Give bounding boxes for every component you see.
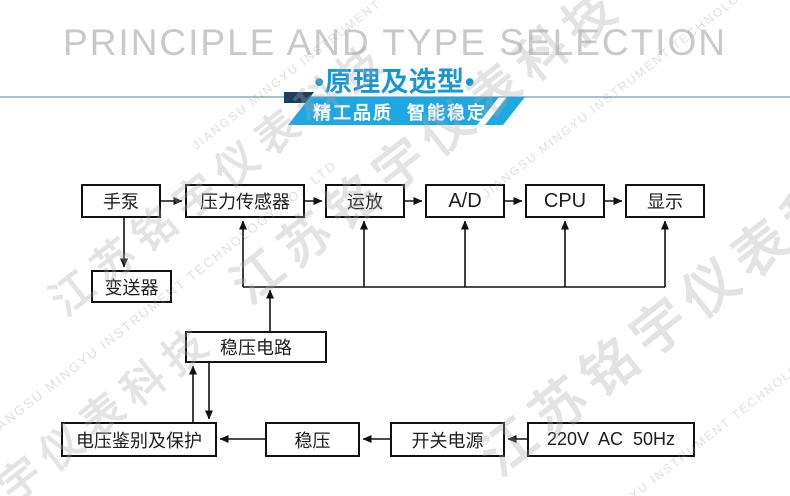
block-mains-power: 220V AC 50Hz <box>527 422 695 457</box>
block-display: 显示 <box>625 184 705 218</box>
block-voltage-discrimination-protection: 电压鉴别及保护 <box>61 422 217 457</box>
block-op-amp: 运放 <box>325 184 405 218</box>
page-title-cn: •原理及选型• <box>314 67 476 97</box>
block-transmitter: 变送器 <box>91 270 172 303</box>
block-voltage-regulation: 稳压 <box>265 422 360 457</box>
banner-navy-accent <box>284 92 314 103</box>
block-switching-power-supply: 开关电源 <box>390 422 505 457</box>
block-cpu: CPU <box>525 184 605 218</box>
page-title-en: PRINCIPLE AND TYPE SELECTION <box>63 22 727 63</box>
block-voltage-regulator-circuit: 稳压电路 <box>185 331 327 363</box>
banner-ribbon <box>284 92 525 125</box>
block-ad-converter: A/D <box>425 184 505 218</box>
block-hand-pump: 手泵 <box>81 184 161 218</box>
banner-slogan: 精工品质 智能稳定 <box>312 102 487 123</box>
block-pressure-sensor: 压力传感器 <box>185 184 305 218</box>
banner-tip-shape <box>485 97 525 125</box>
banner-main-shape <box>288 97 499 125</box>
